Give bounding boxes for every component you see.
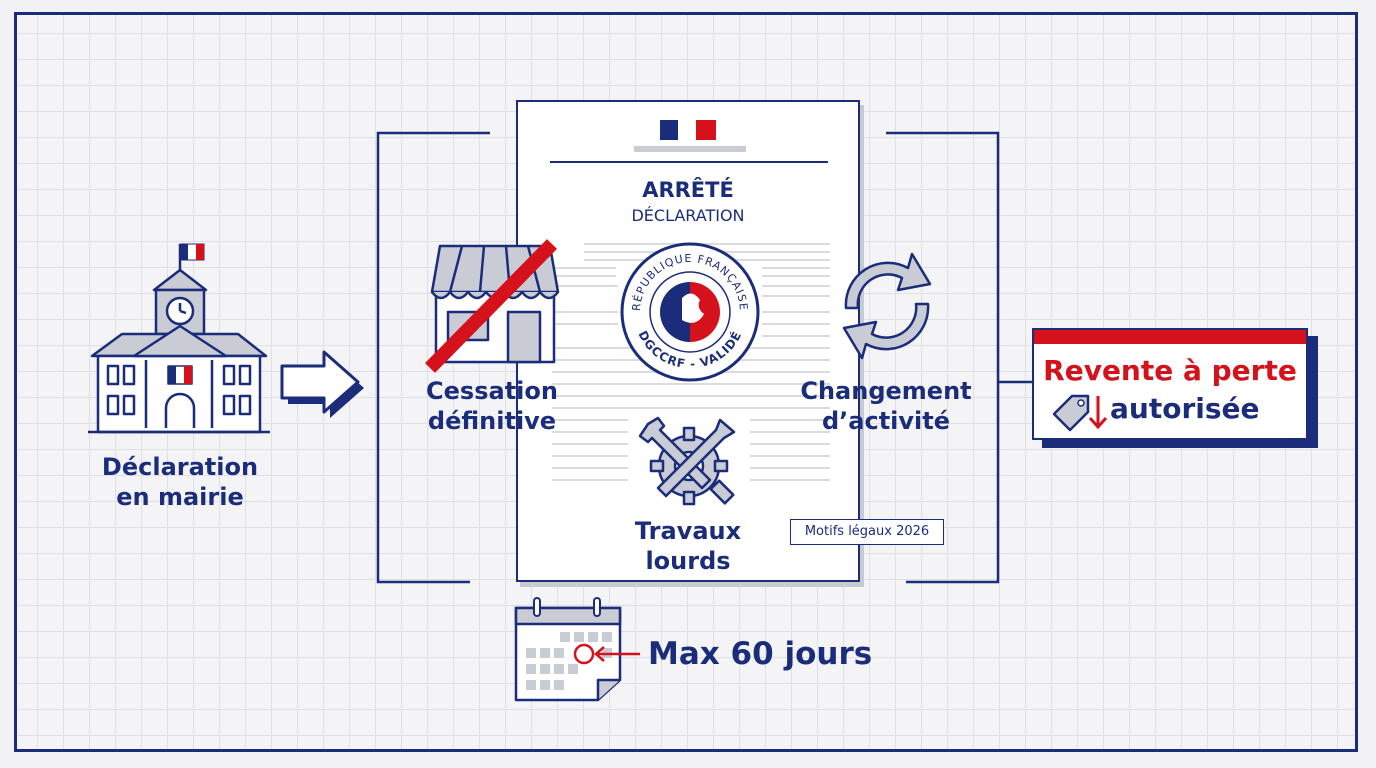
shop-crossed-icon: [425, 239, 560, 373]
calendar-icon: [514, 597, 640, 702]
result-line2: autorisée: [1110, 392, 1260, 425]
document-title: ARRÊTÉ: [642, 178, 734, 202]
left-bracket: [376, 131, 490, 584]
document-decor: [550, 120, 830, 481]
label-declaration-mairie: Déclaration en mairie: [101, 453, 259, 511]
arrow-right-icon: [280, 350, 364, 418]
result-line1: Revente à perte: [1043, 354, 1297, 387]
arrete-document: ARRÊTÉ DÉCLARATION RÉPUBLIQUE FRANÇAISE …: [516, 100, 860, 582]
town-hall-icon: [88, 243, 270, 434]
cycle-arrows-icon: [842, 252, 932, 360]
motifs-badge: Motifs légaux 2026: [790, 519, 944, 545]
label-cessation-definitive: Cessation définitive: [426, 377, 558, 435]
seal-icon: RÉPUBLIQUE FRANÇAISE DGCCRF - VALIDÉ: [620, 242, 760, 382]
deadline-label: Max 60 jours: [648, 636, 873, 672]
price-tag-down-icon: [1052, 394, 1108, 432]
document-subtitle: DÉCLARATION: [631, 206, 745, 225]
result-box-bar: [1034, 330, 1306, 344]
result-box: Revente à perte autorisée: [1032, 328, 1308, 440]
label-changement-activite: Changement d’activité: [800, 377, 972, 435]
label-travaux-lourds: Travaux lourds: [634, 517, 742, 575]
right-bracket: [886, 131, 1036, 584]
tools-icon: [638, 416, 736, 506]
